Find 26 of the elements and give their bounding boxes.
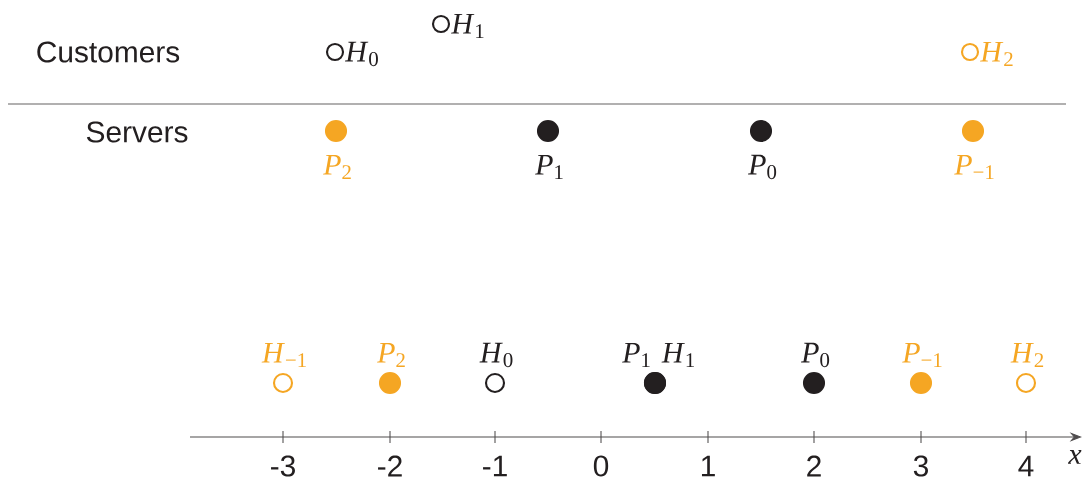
point-label: P$_{0}$ xyxy=(748,154,777,180)
point-label: P$_{1}$ xyxy=(622,342,650,368)
point-label: H$_{1}$ xyxy=(451,13,484,39)
axis-label: x xyxy=(1068,450,1082,464)
point-label: H$_{2}$ xyxy=(980,41,1013,67)
point-label: P$_{0}$ xyxy=(801,342,830,368)
point-label: P$_{2}$ xyxy=(323,154,351,180)
text-label: Servers xyxy=(86,121,188,143)
text-label: Customers xyxy=(37,41,180,63)
point-label: H$_{0}$ xyxy=(479,342,513,368)
point-label: H$_{−1}$ xyxy=(261,342,306,368)
tick-label: 1 xyxy=(702,455,715,477)
tick-label: 0 xyxy=(593,455,609,477)
point-label: P$_{−1}$ xyxy=(902,342,942,368)
point-label: P$_{2}$ xyxy=(377,342,405,368)
point-label: P$_{1}$ xyxy=(535,154,563,180)
tick-label: 3 xyxy=(913,455,928,477)
point-label: H$_{1}$ xyxy=(661,342,694,368)
tick-label: -3 xyxy=(271,455,295,477)
point-label: H$_{0}$ xyxy=(345,41,378,67)
point-label: P$_{−1}$ xyxy=(954,154,994,180)
point-label: H$_{2}$ xyxy=(1010,342,1044,368)
tick-label: -2 xyxy=(378,455,402,477)
tick-label: 4 xyxy=(1018,455,1034,477)
tick-label: 2 xyxy=(807,455,821,477)
tick-label: -1 xyxy=(483,455,507,477)
